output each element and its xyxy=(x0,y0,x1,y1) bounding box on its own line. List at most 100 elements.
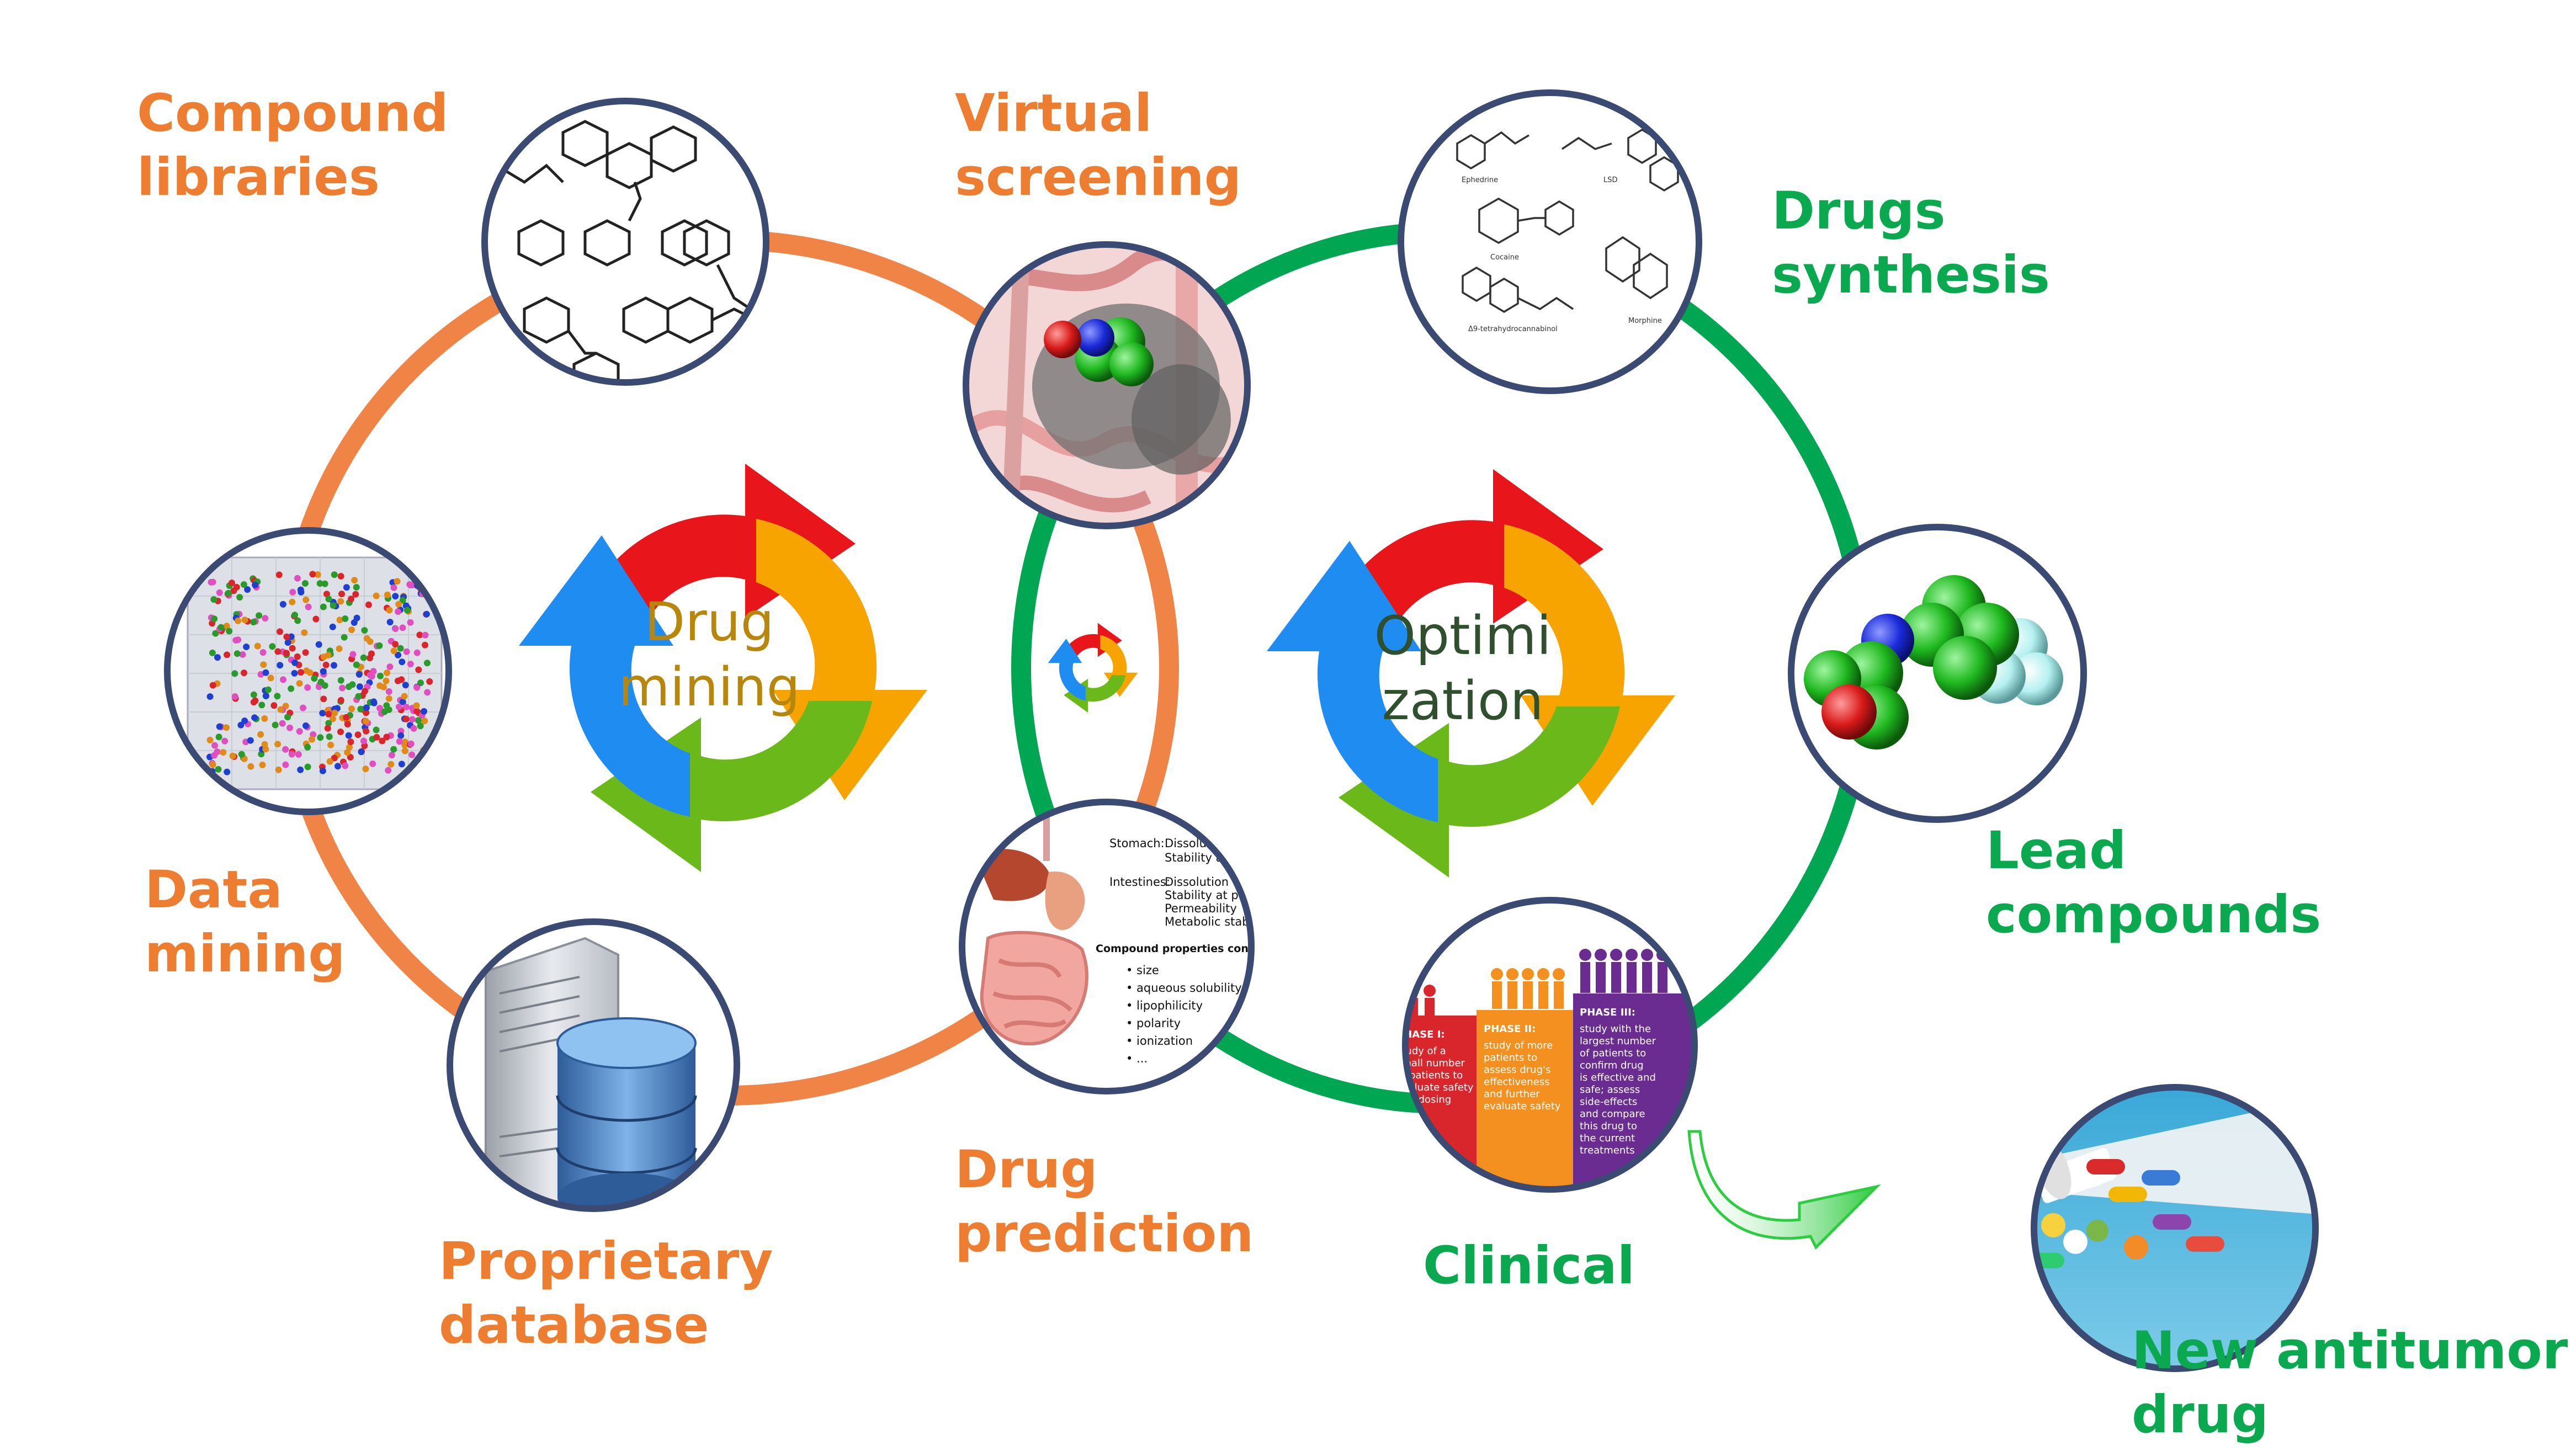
scatter-dot xyxy=(347,754,354,761)
scatter-dot xyxy=(206,736,214,743)
scatter-dot xyxy=(349,651,357,658)
property-item: • size xyxy=(1126,964,1159,977)
scatter-dot xyxy=(304,684,311,691)
small-cycle-icon xyxy=(1048,623,1138,713)
scatter-dot xyxy=(390,647,397,655)
scatter-dot xyxy=(350,619,358,626)
scatter-dot xyxy=(274,648,281,655)
scatter-dot xyxy=(365,601,372,608)
scatter-dot xyxy=(417,722,424,730)
scatter-dot xyxy=(386,619,394,626)
scatter-dot xyxy=(317,678,325,685)
scatter-dot xyxy=(342,762,349,769)
scatter-dot xyxy=(423,610,430,618)
scatter-dot xyxy=(346,744,353,751)
scatter-dot xyxy=(216,589,223,596)
scatter-dot xyxy=(250,691,257,698)
scatter-dot xyxy=(399,698,406,705)
scatter-dot xyxy=(368,650,375,657)
phase-text-line: and further xyxy=(1484,1088,1540,1100)
scatter-dot xyxy=(337,729,344,735)
scatter-dot xyxy=(263,692,269,699)
scatter-dot xyxy=(247,737,254,744)
scatter-dot xyxy=(262,615,269,622)
phase-text-line: safe; assess xyxy=(1580,1084,1640,1096)
scatter-dot xyxy=(302,580,309,587)
synthesis-name-2: LSD xyxy=(1603,176,1618,184)
scatter-dot xyxy=(330,602,337,609)
scatter-dot xyxy=(337,598,344,605)
scatter-dot xyxy=(298,669,304,676)
phase-text-line: this drug to xyxy=(1580,1120,1637,1132)
scatter-dot xyxy=(413,684,421,691)
scatter-dot xyxy=(288,685,295,692)
scatter-dot xyxy=(247,763,254,770)
scatter-dot xyxy=(243,644,250,650)
phase-text-line: patients to xyxy=(1484,1052,1537,1064)
scatter-dot xyxy=(319,767,326,774)
scatter-dot xyxy=(421,717,428,725)
scatter-dot xyxy=(399,597,406,604)
scatter-dot xyxy=(389,752,395,759)
scatter-dot xyxy=(237,721,245,729)
scatter-dot xyxy=(348,596,354,603)
phase-title: PHASE I: xyxy=(1396,1029,1445,1040)
scatter-dot xyxy=(275,571,283,578)
scatter-dot xyxy=(252,582,259,588)
label-new-antitumor-drug: New antitumor drug xyxy=(2132,1321,2568,1445)
scatter-dot xyxy=(279,720,286,727)
scatter-dot xyxy=(422,641,428,649)
drug-mining-cycle-icon xyxy=(519,464,927,872)
scatter-dot xyxy=(286,724,294,731)
scatter-dot xyxy=(426,678,433,685)
scatter-dot xyxy=(312,615,320,623)
scatter-dot xyxy=(363,727,370,735)
scatter-dot xyxy=(325,720,332,727)
scatter-dot xyxy=(231,670,238,677)
scatter-dot xyxy=(322,661,330,668)
phase-text-line: largest number xyxy=(1580,1035,1656,1047)
stomach-label: Stomach: xyxy=(1109,837,1165,850)
scatter-dot xyxy=(342,615,349,622)
property-item: • aqueous solubility xyxy=(1126,981,1242,995)
scatter-dot xyxy=(356,683,363,690)
phase-text-line: assess drug's xyxy=(1484,1064,1550,1076)
scatter-dot xyxy=(254,642,261,650)
phase-text-line: evaluate safety xyxy=(1484,1101,1561,1112)
scatter-dot xyxy=(339,684,346,692)
scatter-dot xyxy=(398,676,405,683)
scatter-dot xyxy=(235,617,242,624)
scatter-dot xyxy=(403,648,410,655)
scatter-dot xyxy=(326,733,333,740)
scatter-dot xyxy=(320,668,327,675)
scatter-dot xyxy=(413,708,421,715)
phase-title: PHASE III: xyxy=(1580,1007,1635,1018)
scatter-dot xyxy=(424,689,431,696)
optimization-cycle-icon xyxy=(1267,469,1675,878)
scatter-dot xyxy=(358,748,365,756)
scatter-dot xyxy=(297,586,304,593)
scatter-dot xyxy=(331,754,338,762)
scatter-dot xyxy=(260,661,267,668)
scatter-dot xyxy=(402,682,409,689)
scatter-dot xyxy=(344,721,351,728)
phase-text-line: confirm drug xyxy=(1580,1060,1644,1071)
scatter-dot xyxy=(257,731,264,738)
scatter-dot xyxy=(362,717,369,725)
scatter-dot xyxy=(327,741,334,748)
scatter-dot xyxy=(348,705,355,713)
scatter-dot xyxy=(209,578,216,586)
scatter-dot xyxy=(348,626,355,634)
scatter-dot xyxy=(289,588,296,596)
new-antitumor-drug-node xyxy=(2031,1084,2319,1372)
scatter-dot xyxy=(351,577,358,584)
scatter-dot xyxy=(422,631,429,639)
scatter-dot xyxy=(300,704,306,711)
scatter-dot xyxy=(277,706,284,713)
data-mining-node xyxy=(164,527,452,815)
scatter-dot xyxy=(215,734,222,741)
synthesis-name-1: Ephedrine xyxy=(1462,176,1498,184)
phase-text-line: side-effects xyxy=(1580,1096,1637,1108)
scatter-dot xyxy=(284,639,291,646)
